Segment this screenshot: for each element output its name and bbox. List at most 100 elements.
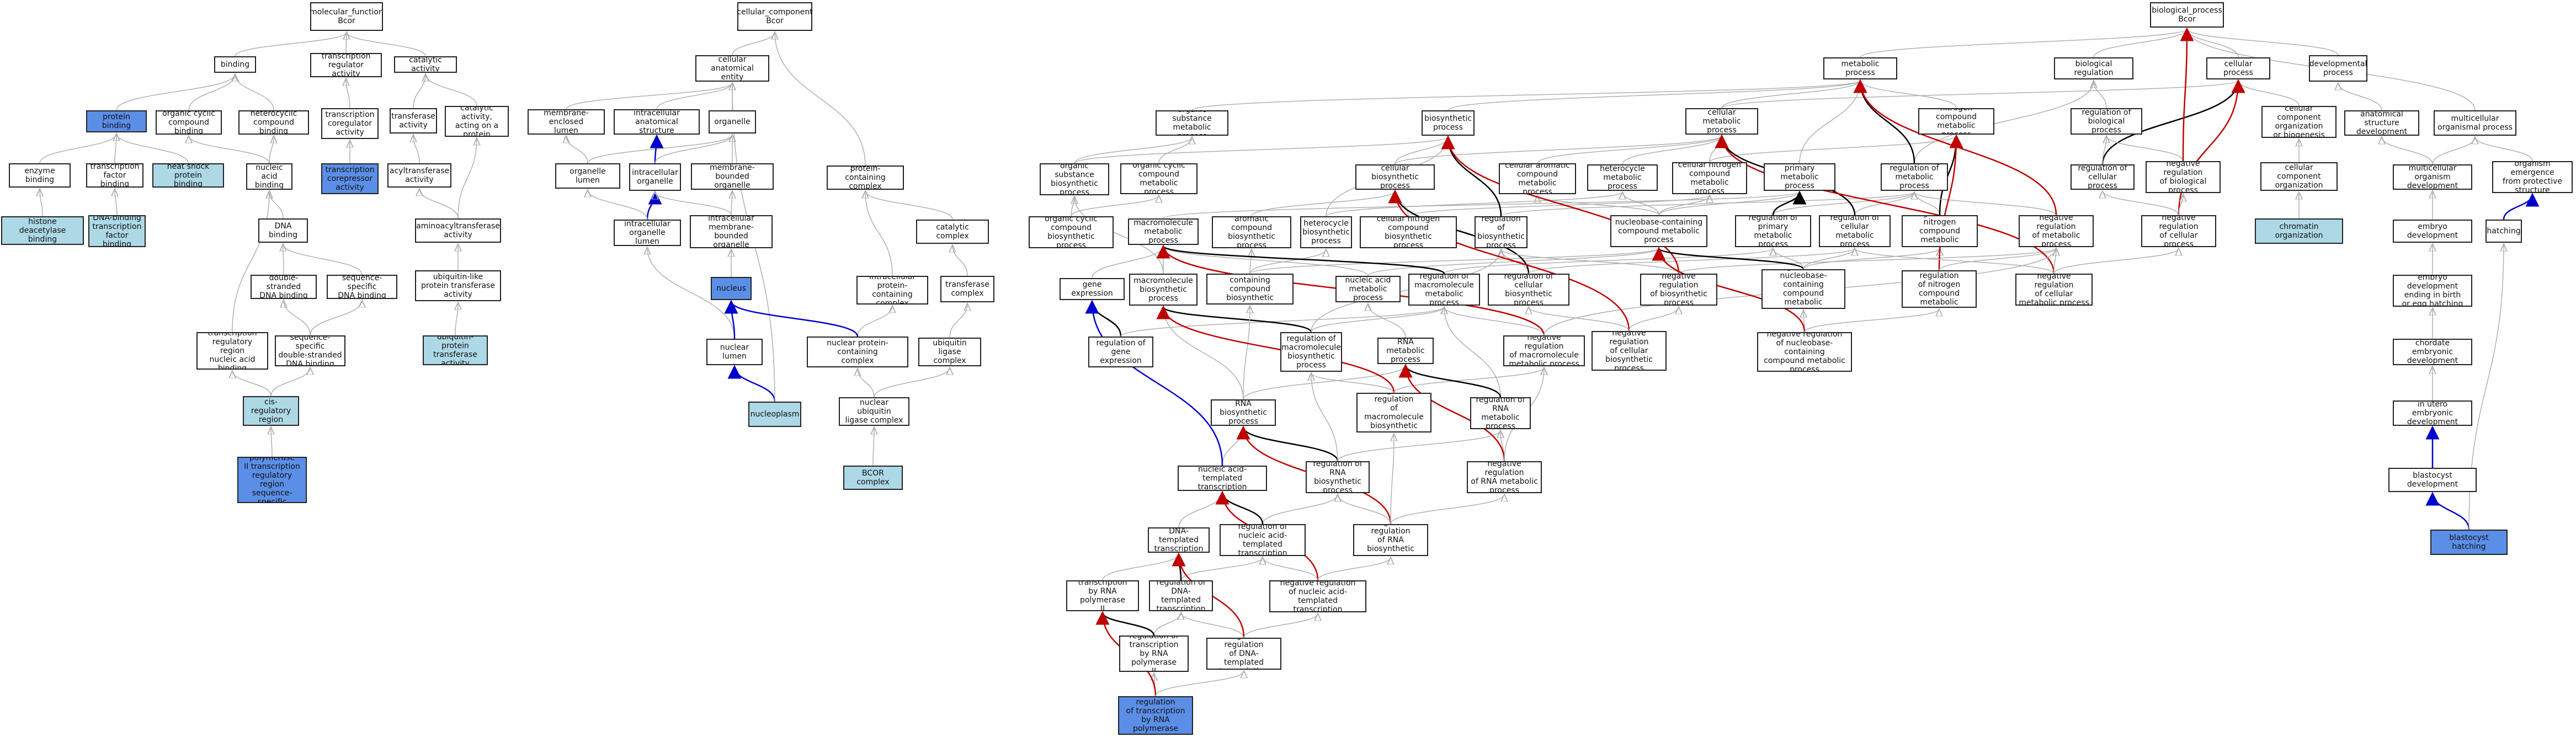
go-term-node[interactable]: DNA-templated transcription bbox=[1148, 527, 1210, 553]
go-term-node[interactable]: nucleobase-containing compound biosynthe… bbox=[1206, 274, 1294, 305]
go-term-node[interactable]: regulation of RNA biosynthetic process bbox=[1306, 461, 1370, 493]
go-term-node[interactable]: acyltransferase activity bbox=[387, 163, 451, 188]
go-term-node[interactable]: regulation of macromolecule biosynthetic… bbox=[1280, 332, 1342, 372]
go-term-node[interactable]: transcription regulator activity bbox=[310, 53, 382, 77]
go-term-node[interactable]: nuclear protein-containing complex bbox=[807, 337, 908, 367]
go-term-node[interactable]: regulation of nitrogen compound metaboli… bbox=[1902, 215, 1978, 247]
go-term-node[interactable]: organic cyclic compound biosynthetic pro… bbox=[1029, 216, 1114, 248]
go-term-node[interactable]: transcription by RNA polymerase II bbox=[1066, 580, 1139, 611]
go-term-node[interactable]: negative regulation of cellular biosynth… bbox=[1592, 331, 1667, 371]
go-term-node[interactable]: catalytic activity, acting on a protein bbox=[445, 106, 509, 137]
go-term-node[interactable]: gene expression bbox=[1060, 278, 1125, 300]
go-term-node[interactable]: cellular metabolic process bbox=[1685, 108, 1758, 135]
go-term-node[interactable]: hatching bbox=[2485, 220, 2522, 243]
go-term-node[interactable]: negative regulation of biosynthetic proc… bbox=[1640, 274, 1717, 306]
go-term-node[interactable]: aminoacyltransferase activity bbox=[415, 218, 501, 243]
go-term-node[interactable]: nucleus bbox=[711, 277, 752, 300]
go-term-node[interactable]: blastocyst hatching bbox=[2430, 530, 2508, 555]
go-term-node[interactable]: chromatin organization bbox=[2255, 218, 2343, 244]
go-term-node[interactable]: cellular anatomical entity bbox=[695, 55, 769, 82]
go-term-node[interactable]: nucleoplasm bbox=[748, 402, 801, 427]
go-term-node[interactable]: biological regulation bbox=[2054, 57, 2133, 79]
go-term-node[interactable]: ubiquitin-protein transferase activity bbox=[423, 335, 488, 365]
go-term-node[interactable]: membrane-enclosed lumen bbox=[528, 109, 605, 135]
go-term-node[interactable]: molecular_function Bcor bbox=[310, 2, 383, 31]
go-term-node[interactable]: primary metabolic process bbox=[1764, 163, 1835, 191]
go-term-node[interactable]: biosynthetic process bbox=[1422, 110, 1475, 136]
go-term-node[interactable]: cellular component organization bbox=[2260, 162, 2338, 191]
go-term-node[interactable]: cellular aromatic compound metabolic pro… bbox=[1499, 163, 1576, 194]
go-term-node[interactable]: nucleic acid binding bbox=[246, 163, 292, 190]
go-term-node[interactable]: cellular process bbox=[2206, 57, 2270, 79]
go-term-node[interactable]: regulation of cellular process bbox=[2071, 164, 2135, 190]
go-term-node[interactable]: organic substance biosynthetic process bbox=[1040, 163, 1109, 195]
go-term-node[interactable]: heterocyclic compound binding bbox=[238, 110, 309, 135]
go-term-node[interactable]: embryo development bbox=[2393, 220, 2472, 243]
go-term-node[interactable]: organic cyclic compound binding bbox=[156, 110, 222, 135]
go-term-node[interactable]: ubiquitin ligase complex bbox=[918, 338, 981, 366]
go-term-node[interactable]: transferase activity bbox=[390, 108, 437, 133]
go-term-node[interactable]: cellular biosynthetic process bbox=[1355, 164, 1435, 190]
go-term-node[interactable]: regulation of biological process bbox=[2071, 108, 2142, 135]
go-term-node[interactable]: nuclear ubiquitin ligase complex bbox=[839, 397, 909, 426]
go-term-node[interactable]: in utero embryonic development bbox=[2393, 400, 2472, 426]
go-term-node[interactable]: negative regulation of nitrogen compound… bbox=[1902, 270, 1977, 308]
go-term-node[interactable]: multicellular organism development bbox=[2393, 164, 2472, 190]
go-term-node[interactable]: intracellular organelle lumen bbox=[614, 220, 681, 246]
go-term-node[interactable]: embryo development ending in birth or eg… bbox=[2393, 275, 2472, 307]
go-term-node[interactable]: transcription cis-regulatory region bind… bbox=[243, 396, 299, 426]
go-term-node[interactable]: regulation of metabolic process bbox=[1881, 163, 1948, 191]
go-term-node[interactable]: binding bbox=[214, 56, 256, 73]
go-term-node[interactable]: intracellular membrane-bounded organelle bbox=[690, 215, 773, 248]
go-term-node[interactable]: transcription factor binding bbox=[86, 163, 143, 188]
go-term-node[interactable]: macromolecule metabolic process bbox=[1128, 218, 1199, 245]
go-term-node[interactable]: regulation of RNA metabolic process bbox=[1470, 397, 1531, 429]
go-term-node[interactable]: developmental process bbox=[2309, 55, 2367, 82]
go-term-node[interactable]: regulation of cellular metabolic process bbox=[1819, 215, 1891, 247]
go-term-node[interactable]: nuclear lumen bbox=[706, 339, 763, 365]
go-term-node[interactable]: BCOR complex bbox=[843, 466, 903, 490]
go-term-node[interactable]: metabolic process bbox=[1823, 57, 1897, 79]
go-term-node[interactable]: negative regulation of macromolecule met… bbox=[1503, 335, 1585, 366]
go-term-node[interactable]: DNA binding bbox=[258, 218, 308, 243]
go-term-node[interactable]: macromolecule biosynthetic process bbox=[1129, 274, 1197, 306]
go-term-node[interactable]: regulation of cellular biosynthetic proc… bbox=[1488, 274, 1569, 306]
go-term-node[interactable]: RNA polymerase II transcription regulato… bbox=[237, 457, 307, 503]
go-term-node[interactable]: regulation of primary metabolic process bbox=[1735, 215, 1811, 247]
go-term-node[interactable]: blastocyst development bbox=[2388, 468, 2477, 492]
go-term-node[interactable]: RNA biosynthetic process bbox=[1211, 399, 1276, 426]
go-term-node[interactable]: histone deacetylase binding bbox=[1, 216, 84, 245]
go-term-node[interactable]: catalytic complex bbox=[916, 220, 989, 244]
go-term-node[interactable]: regulation of transcription by RNA polym… bbox=[1119, 635, 1189, 672]
go-term-node[interactable]: heat shock protein binding bbox=[152, 163, 224, 188]
go-term-node[interactable]: chordate embryonic development bbox=[2393, 339, 2472, 365]
go-term-node[interactable]: organelle bbox=[709, 110, 756, 133]
go-term-node[interactable]: protein binding bbox=[86, 110, 147, 132]
go-term-node[interactable]: cellular nitrogen compound metabolic pro… bbox=[1672, 162, 1747, 194]
go-term-node[interactable]: cellular component organization or bioge… bbox=[2261, 106, 2337, 138]
go-term-node[interactable]: negative regulation of macromolecule bio… bbox=[1356, 393, 1431, 432]
go-term-node[interactable]: catalytic activity bbox=[394, 56, 457, 73]
go-term-node[interactable]: multicellular organismal process bbox=[2434, 110, 2516, 136]
go-term-node[interactable]: organic cyclic compound metabolic proces… bbox=[1120, 163, 1197, 194]
go-term-node[interactable]: biological_process Bcor bbox=[2150, 2, 2224, 28]
go-term-node[interactable]: transcription corepressor activity bbox=[321, 163, 379, 194]
go-term-node[interactable]: negative regulation of biological proces… bbox=[2146, 161, 2221, 193]
go-term-node[interactable]: DNA-binding transcription factor binding bbox=[88, 215, 146, 247]
go-term-node[interactable]: transcription coregulator activity bbox=[321, 108, 379, 139]
go-term-node[interactable]: regulation of macromolecule metabolic pr… bbox=[1408, 274, 1480, 306]
go-term-node[interactable]: negative regulation of transcription by … bbox=[1118, 696, 1193, 735]
go-term-node[interactable]: regulation of nucleobase-containing comp… bbox=[1761, 269, 1845, 309]
go-term-node[interactable]: RNA metabolic process bbox=[1377, 338, 1434, 364]
go-term-node[interactable]: negative regulation of metabolic process bbox=[2019, 215, 2094, 247]
go-term-node[interactable]: transferase complex bbox=[940, 276, 994, 302]
go-term-node[interactable]: organism emergence from protective struc… bbox=[2492, 161, 2573, 193]
go-term-node[interactable]: regulation of nucleic acid-templated tra… bbox=[1220, 524, 1306, 556]
go-term-node[interactable]: heterocycle biosynthetic process bbox=[1300, 216, 1352, 248]
go-term-node[interactable]: negative regulation of RNA biosynthetic … bbox=[1353, 524, 1428, 556]
go-term-node[interactable]: negative regulation of DNA-templated tra… bbox=[1206, 638, 1281, 670]
go-term-node[interactable]: regulation of biosynthetic process bbox=[1475, 216, 1527, 248]
go-term-node[interactable]: organic substance metabolic process bbox=[1156, 110, 1228, 136]
go-term-node[interactable]: ubiquitin-like protein transferase activ… bbox=[415, 270, 501, 301]
go-term-node[interactable]: intracellular protein-containing complex bbox=[856, 276, 928, 305]
